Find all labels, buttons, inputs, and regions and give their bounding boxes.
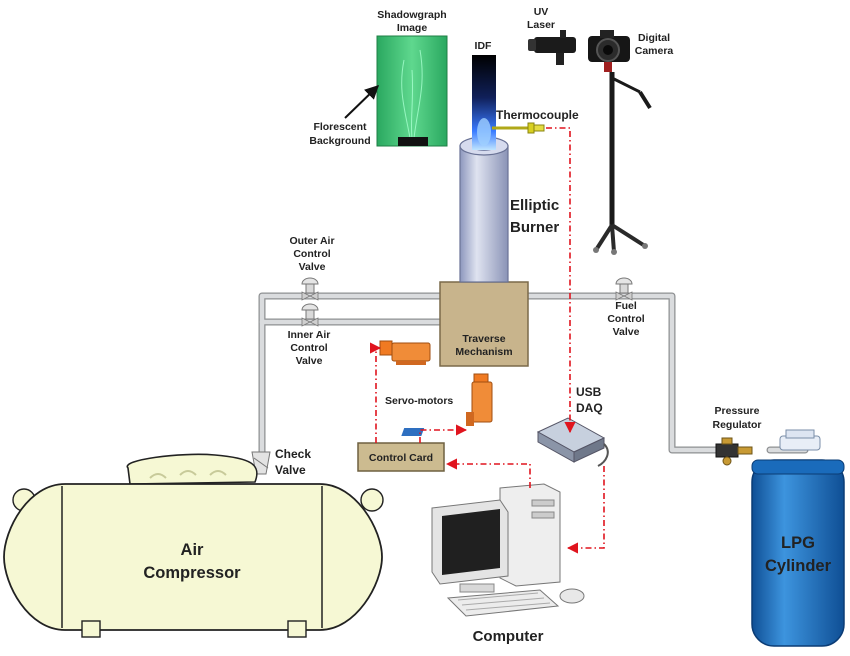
servo-motor-horizontal-icon [379, 340, 431, 365]
svg-text:Compressor: Compressor [143, 564, 241, 582]
florescent-arrow [344, 85, 380, 119]
elliptic-burner [459, 136, 509, 283]
svg-text:Inner Air: Inner Air [288, 329, 331, 341]
svg-text:Pressure: Pressure [715, 405, 760, 417]
svg-text:Valve: Valve [275, 463, 306, 477]
svg-text:Cylinder: Cylinder [765, 557, 832, 575]
svg-text:LPG: LPG [781, 534, 815, 552]
label-servo-motors: Servo-motors [385, 395, 453, 407]
inner-air-valve-icon [301, 303, 319, 327]
svg-text:Regulator: Regulator [712, 419, 761, 431]
label-computer: Computer [473, 628, 544, 645]
signal-lines [369, 127, 605, 554]
svg-text:Shadowgraph: Shadowgraph [377, 9, 446, 21]
uv-laser-icon [528, 30, 576, 65]
svg-text:Control: Control [290, 342, 327, 354]
svg-text:Elliptic: Elliptic [510, 197, 559, 214]
label-control-card: Control Card [369, 452, 433, 464]
label-traverse: Traverse Mechanism [455, 333, 512, 358]
label-inner-air-valve: Inner Air Control Valve [288, 329, 331, 367]
label-air-compressor: Air Compressor [143, 541, 241, 582]
svg-text:Outer Air: Outer Air [289, 235, 334, 247]
lpg-cylinder [751, 429, 845, 647]
label-florescent: Florescent Background [309, 121, 370, 147]
svg-text:USB: USB [576, 385, 602, 399]
label-outer-air-valve: Outer Air Control Valve [289, 235, 334, 273]
usb-daq-icon [401, 417, 609, 467]
label-pressure-regulator: Pressure Regulator [712, 405, 761, 431]
computer-icon [431, 483, 585, 617]
label-fuel-valve: Fuel Control Valve [607, 300, 644, 338]
svg-text:Digital: Digital [638, 32, 670, 44]
label-thermocouple: Thermocouple [496, 108, 579, 122]
svg-text:Valve: Valve [613, 326, 640, 338]
svg-text:DAQ: DAQ [576, 401, 603, 415]
svg-text:Background: Background [309, 135, 370, 147]
label-digital-camera: Digital Camera [635, 32, 674, 57]
air-compressor [3, 453, 384, 638]
label-usb-daq: USB DAQ [576, 385, 603, 415]
svg-text:Traverse: Traverse [462, 333, 505, 345]
svg-text:Florescent: Florescent [313, 121, 367, 133]
svg-text:Image: Image [397, 22, 428, 34]
svg-text:Valve: Valve [299, 261, 326, 273]
svg-text:Fuel: Fuel [615, 300, 637, 312]
servo-motor-vertical-icon [466, 373, 493, 426]
svg-text:Control: Control [293, 248, 330, 260]
svg-text:Burner: Burner [510, 219, 559, 236]
svg-text:Valve: Valve [296, 355, 323, 367]
label-shadowgraph: Shadowgraph Image [377, 9, 446, 34]
thermocouple-icon [492, 122, 545, 134]
label-check-valve: Check Valve [275, 447, 311, 477]
pressure-regulator-icon [715, 437, 753, 466]
label-elliptic-burner: Elliptic Burner [510, 197, 559, 236]
label-lpg-cylinder: LPG Cylinder [765, 534, 832, 575]
label-uv-laser: UV Laser [527, 6, 555, 31]
fuel-valve-icon [615, 277, 633, 301]
control-card [357, 442, 445, 472]
svg-text:Air: Air [181, 541, 205, 559]
svg-text:Check: Check [275, 447, 311, 461]
label-idf: IDF [475, 40, 493, 52]
flame-image [472, 55, 496, 150]
svg-text:Mechanism: Mechanism [455, 346, 512, 358]
shadowgraph-image [376, 35, 448, 147]
svg-text:UV: UV [534, 6, 549, 18]
svg-text:Control: Control [607, 313, 644, 325]
traverse-mechanism [439, 281, 529, 367]
outer-air-valve-icon [301, 277, 319, 301]
svg-text:Laser: Laser [527, 19, 555, 31]
svg-text:Camera: Camera [635, 45, 674, 57]
digital-camera-icon [588, 30, 652, 255]
